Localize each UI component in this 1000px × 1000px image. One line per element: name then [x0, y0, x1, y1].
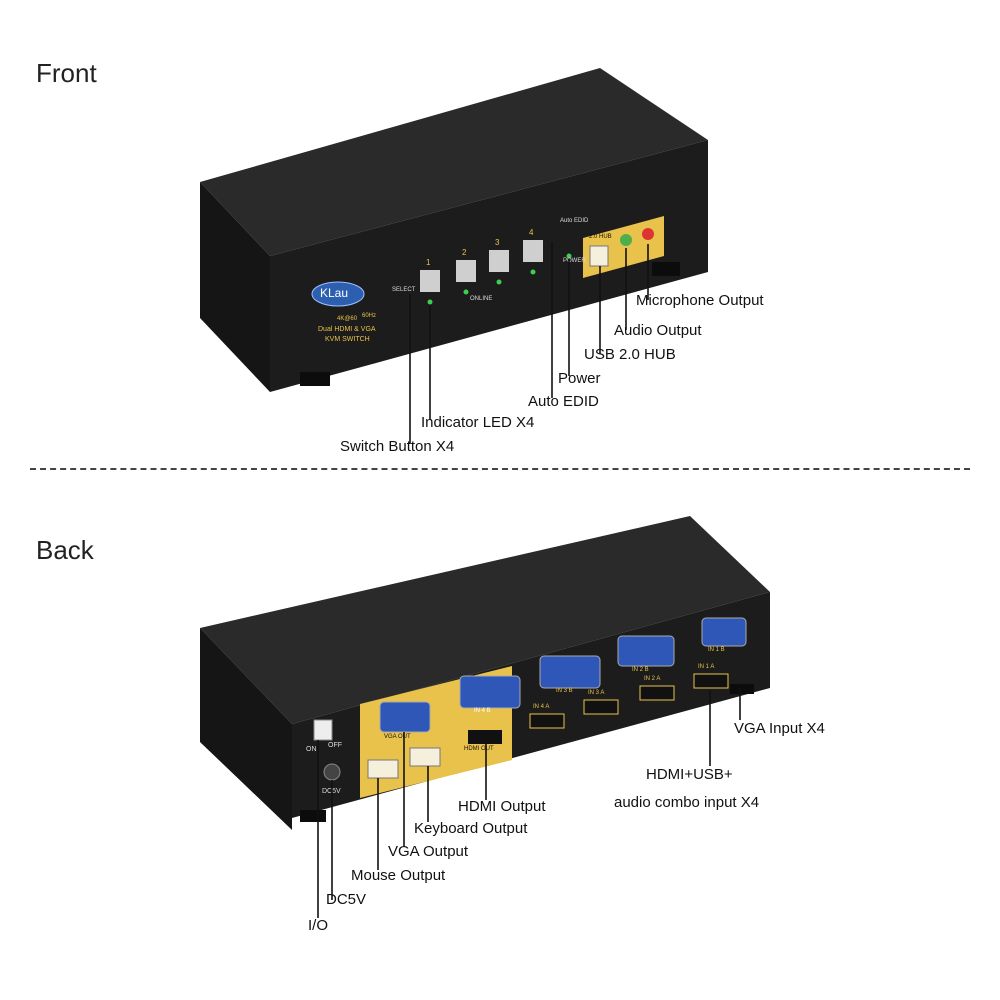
callout-audio-output: Audio Output — [614, 322, 702, 339]
front-hub-small: 2.0 HUB — [589, 234, 612, 240]
front-leader-lines — [409, 242, 649, 444]
back-in-label-b-2: IN 2 B — [632, 667, 649, 673]
callout-combo-line2: audio combo input X4 — [614, 794, 760, 811]
front-button-number-4: 4 — [529, 228, 534, 237]
callout-switch-button: Switch Button X4 — [340, 438, 455, 455]
back-in-label-b-4: IN 4 B — [474, 708, 491, 714]
back-in-label-a-3: IN 3 A — [588, 690, 605, 696]
callout-io: I/O — [308, 917, 329, 934]
back-switch-off: OFF — [328, 742, 342, 749]
callout-mouse-output: Mouse Output — [351, 867, 446, 884]
back-in-label-a-1: IN 1 A — [698, 664, 715, 670]
callout-keyboard-output: Keyboard Output — [414, 820, 528, 837]
front-auto-edid-small: Auto EDID — [560, 218, 589, 224]
back-hdmi-out-small: HDMI OUT — [464, 746, 494, 752]
front-online-label: ONLINE — [470, 296, 493, 302]
front-device-illustration — [200, 68, 708, 392]
back-in-label-a-2: IN 2 A — [644, 676, 661, 682]
callout-indicator-led: Indicator LED X4 — [421, 414, 535, 431]
front-product-line2: KVM SWITCH — [325, 336, 370, 343]
callout-hdmi-output: HDMI Output — [458, 798, 546, 815]
front-product-line1: Dual HDMI & VGA — [318, 326, 376, 333]
front-spec-badge2: 60Hz — [362, 313, 377, 319]
front-button-number-3: 3 — [495, 238, 500, 247]
back-in-label-b-1: IN 1 B — [708, 647, 725, 653]
front-select-label: SELECT — [392, 287, 416, 293]
front-spec-badge1: 4K@60 — [337, 316, 358, 322]
front-button-number-2: 2 — [462, 248, 467, 257]
back-switch-on: ON — [306, 746, 317, 753]
section-divider — [30, 468, 970, 470]
callout-power: Power — [558, 370, 601, 387]
callout-dc5v: DC5V — [326, 891, 367, 908]
back-in-label-a-4: IN 4 A — [533, 704, 550, 710]
callout-vga-input: VGA Input X4 — [734, 720, 825, 737]
back-section-title: Back — [36, 535, 94, 565]
front-section-title: Front — [36, 58, 97, 88]
callout-auto-edid: Auto EDID — [528, 393, 599, 410]
front-button-number-1: 1 — [426, 258, 431, 267]
back-in-label-b-3: IN 3 B — [556, 688, 573, 694]
back-vga-out-small: VGA OUT — [384, 734, 411, 740]
callout-microphone-output: Microphone Output — [636, 292, 764, 309]
callout-combo-line1: HDMI+USB+ — [646, 766, 733, 783]
front-brand-logo-text: KLau — [320, 286, 349, 300]
callout-usb-hub: USB 2.0 HUB — [584, 346, 676, 363]
front-power-small: POWER — [563, 258, 586, 264]
callout-vga-output: VGA Output — [388, 843, 469, 860]
